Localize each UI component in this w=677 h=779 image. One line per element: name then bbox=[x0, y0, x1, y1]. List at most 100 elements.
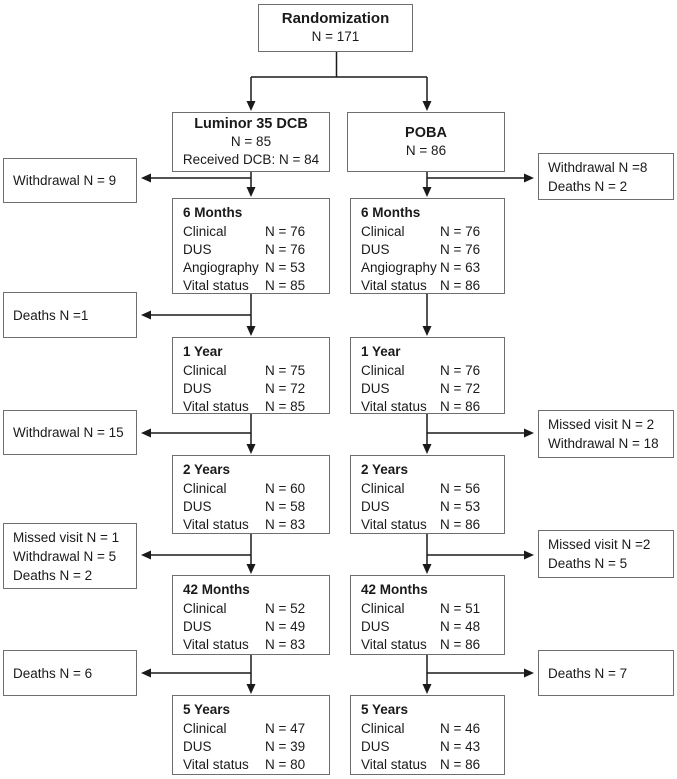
arm-dcb-title: Luminor 35 DCB bbox=[194, 116, 308, 132]
metric-value: N = 52 bbox=[265, 601, 306, 616]
metric-label: Vital status bbox=[361, 757, 427, 772]
stage-title: 2 Years bbox=[361, 462, 409, 477]
stage-title: 42 Months bbox=[361, 582, 428, 597]
metric-label: Vital status bbox=[361, 637, 427, 652]
metric-label: Clinical bbox=[183, 601, 227, 616]
metric-value: N = 48 bbox=[440, 619, 481, 634]
arm-poba-box: POBA N = 86 bbox=[347, 112, 505, 172]
stage-title: 5 Years bbox=[361, 702, 409, 717]
metric-value: N = 83 bbox=[265, 637, 306, 652]
arm-dcb-box: Luminor 35 DCB N = 85 Received DCB: N = … bbox=[172, 112, 330, 172]
metric-label: Clinical bbox=[183, 363, 227, 378]
metric-value: N = 86 bbox=[440, 278, 481, 293]
metric-label: Vital status bbox=[361, 517, 427, 532]
stage-title: 2 Years bbox=[183, 462, 231, 477]
stage-row: Clinical N = 51 bbox=[361, 600, 494, 618]
metric-label: Clinical bbox=[361, 224, 405, 239]
stage-row: Angiography N = 53 bbox=[183, 259, 319, 277]
stage-title: 1 Year bbox=[183, 344, 223, 359]
metric-label: DUS bbox=[361, 499, 390, 514]
metric-label: DUS bbox=[361, 242, 390, 257]
attrition-line: Withdrawal N = 5 bbox=[13, 548, 117, 564]
stage-row: Clinical N = 52 bbox=[183, 600, 319, 618]
metric-label: Clinical bbox=[183, 481, 227, 496]
metric-label: Angiography bbox=[183, 260, 259, 275]
stage-row: Clinical N = 47 bbox=[183, 720, 319, 738]
stage-title: 6 Months bbox=[361, 205, 421, 220]
attrition-line: Deaths N = 5 bbox=[548, 556, 628, 571]
metric-label: Vital status bbox=[361, 278, 427, 293]
metric-value: N = 86 bbox=[440, 399, 481, 414]
metric-label: Clinical bbox=[361, 601, 405, 616]
metric-label: DUS bbox=[183, 739, 212, 754]
metric-value: N = 72 bbox=[440, 381, 481, 396]
metric-value: N = 53 bbox=[440, 499, 481, 514]
stage-row: DUS N = 76 bbox=[361, 241, 494, 259]
stage-row: DUS N = 58 bbox=[183, 498, 319, 516]
metric-value: N = 47 bbox=[265, 721, 306, 736]
metric-label: DUS bbox=[183, 242, 212, 257]
right-deaths-7-box: Deaths N = 7 bbox=[538, 650, 674, 696]
metric-value: N = 63 bbox=[440, 260, 481, 275]
stage-row: Clinical N = 76 bbox=[361, 223, 494, 241]
metric-label: DUS bbox=[183, 499, 212, 514]
left-deaths-6-box: Deaths N = 6 bbox=[3, 650, 137, 696]
metric-label: Clinical bbox=[361, 721, 405, 736]
left-missed-withdrawal-deaths-box: Missed visit N = 1 Withdrawal N = 5 Deat… bbox=[3, 523, 137, 589]
poba-6-months-box: 6 Months Clinical N = 76 DUS N = 76 Angiog… bbox=[350, 198, 505, 294]
metric-value: N = 80 bbox=[265, 757, 306, 772]
metric-label: Vital status bbox=[183, 637, 249, 652]
metric-label: Vital status bbox=[183, 517, 249, 532]
stage-title: 1 Year bbox=[361, 344, 401, 359]
metric-value: N = 51 bbox=[440, 601, 481, 616]
metric-value: N = 46 bbox=[440, 721, 481, 736]
metric-value: N = 58 bbox=[265, 499, 306, 514]
arm-dcb-received: Received DCB: N = 84 bbox=[182, 152, 320, 167]
metric-label: Vital status bbox=[183, 757, 249, 772]
metric-value: N = 76 bbox=[440, 224, 481, 239]
attrition-line: Withdrawal N = 15 bbox=[13, 425, 124, 440]
metric-value: N = 56 bbox=[440, 481, 481, 496]
attrition-line: Missed visit N =2 bbox=[548, 537, 651, 552]
left-withdrawal-9-box: Withdrawal N = 9 bbox=[3, 158, 137, 203]
stage-row: DUS N = 76 bbox=[183, 241, 319, 259]
attrition-line: Missed visit N = 2 bbox=[548, 417, 655, 432]
metric-label: Vital status bbox=[183, 399, 249, 414]
arm-poba-n: N = 86 bbox=[405, 143, 447, 158]
stage-row: Vital status N = 85 bbox=[183, 277, 319, 295]
metric-label: Vital status bbox=[183, 278, 249, 293]
right-missed-withdrawal-box: Missed visit N = 2 Withdrawal N = 18 bbox=[538, 410, 674, 458]
metric-value: N = 76 bbox=[440, 242, 481, 257]
metric-label: Clinical bbox=[183, 721, 227, 736]
metric-value: N = 76 bbox=[265, 242, 306, 257]
metric-value: N = 85 bbox=[265, 278, 306, 293]
attrition-line: Deaths N = 2 bbox=[548, 178, 628, 194]
stage-row: DUS N = 53 bbox=[361, 498, 494, 516]
metric-label: Angiography bbox=[361, 260, 437, 275]
randomization-n: N = 171 bbox=[311, 29, 360, 44]
attrition-line: Missed visit N = 1 bbox=[13, 529, 120, 545]
metric-value: N = 53 bbox=[265, 260, 306, 275]
metric-label: DUS bbox=[361, 739, 390, 754]
arm-dcb-n: N = 85 bbox=[230, 134, 272, 149]
left-withdrawal-15-box: Withdrawal N = 15 bbox=[3, 410, 137, 455]
